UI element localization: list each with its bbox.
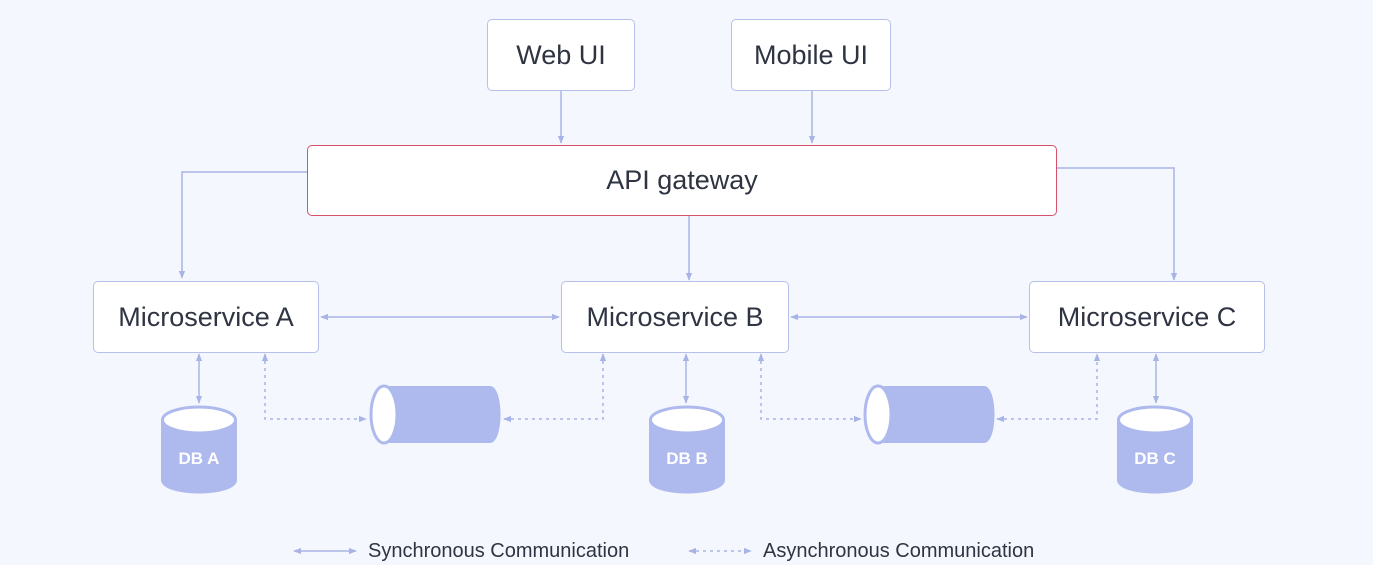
node-api-gateway: API gateway [307,145,1057,216]
node-mobile-ui-label: Mobile UI [753,39,869,70]
db-a-label: DB A [178,449,220,468]
message-queue-icon [863,384,995,445]
connector-gateway-to-microservice-c [1057,167,1178,281]
connector-b-queue2-async [757,353,862,423]
database-icon [1117,405,1193,494]
db-b-label: DB B [666,449,708,468]
node-mobile-ui: Mobile UI [731,19,891,91]
node-microservice-a-label: Microservice A [118,301,294,332]
message-queue-icon [369,384,501,445]
connector-queue1-b-async [503,353,607,423]
connector-gateway-to-microservice-a [178,171,307,279]
node-microservice-b: Microservice B [561,281,789,353]
database-icon [649,405,725,494]
legend-async-label: Asynchronous Communication [763,540,1035,562]
db-c-label: DB C [1134,449,1176,468]
connector-queue2-c-async [996,353,1101,423]
node-microservice-b-label: Microservice B [586,301,764,332]
connector-a-queue1-async [261,353,367,423]
database-icon [161,405,237,494]
node-microservice-c: Microservice C [1029,281,1265,353]
node-web-ui: Web UI [487,19,635,91]
node-microservice-a: Microservice A [93,281,319,353]
legend-sync-label: Synchronous Communication [368,540,630,562]
node-api-gateway-label: API gateway [606,165,758,195]
node-microservice-c-label: Microservice C [1057,301,1237,332]
node-web-ui-label: Web UI [516,39,606,70]
